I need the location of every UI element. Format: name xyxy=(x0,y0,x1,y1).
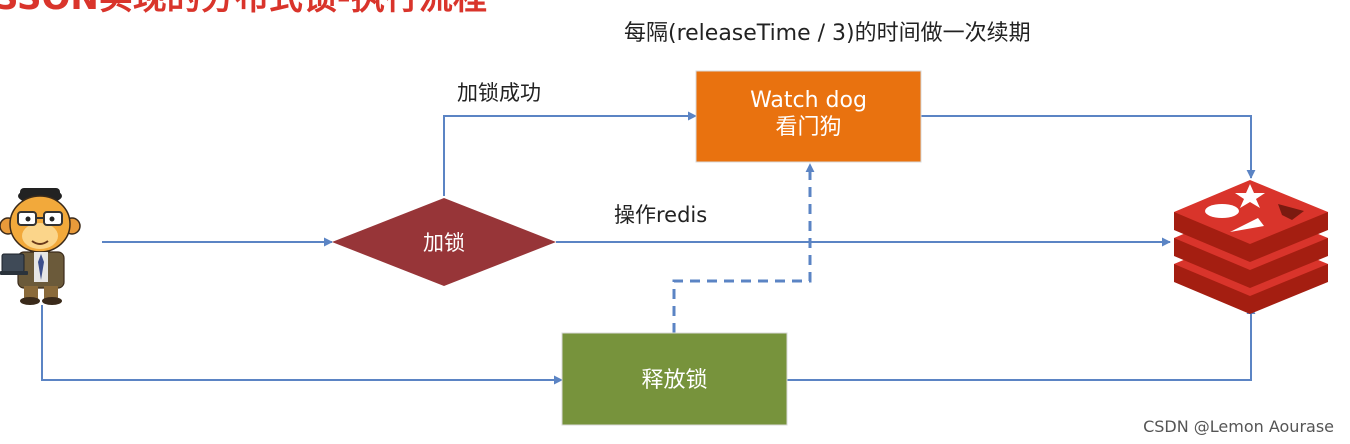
operate-redis-label: 操作redis xyxy=(614,203,708,227)
dashed-arrow-release-to-watchdog xyxy=(672,163,815,333)
release-box xyxy=(561,332,788,426)
arrow-lock-to-watchdog xyxy=(443,111,697,196)
lock-success-label: 加锁成功 xyxy=(457,81,541,105)
watchdog-box-text: Watch dog 看门狗 xyxy=(696,88,921,142)
watchdog-box xyxy=(695,70,922,163)
arrow-user-to-release xyxy=(41,305,563,385)
arrow-watchdog-to-redis xyxy=(921,115,1256,179)
monkey-developer-icon xyxy=(0,188,81,305)
arrow-release-to-redis xyxy=(787,305,1256,381)
lock-diamond-label: 加锁 xyxy=(423,231,465,255)
release-box-label: 释放锁 xyxy=(641,368,708,393)
watchdog-subtitle: 看门狗 xyxy=(775,114,842,140)
watchdog-title: Watch dog xyxy=(750,88,867,113)
csdn-watermark: CSDN @Lemon Aourase xyxy=(1143,417,1334,436)
renewal-interval-label: 每隔(releaseTime / 3)的时间做一次续期 xyxy=(624,21,1031,46)
diagram-title: SSON实现的分布式锁-执行流程 xyxy=(0,0,487,18)
redis-logo-icon xyxy=(1174,180,1328,314)
lock-diamond xyxy=(332,198,556,286)
